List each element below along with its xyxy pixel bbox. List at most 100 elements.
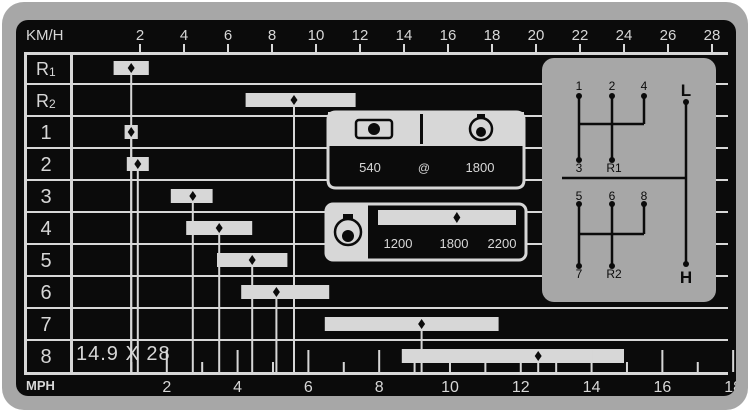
kmh-tick-label: 2 (136, 27, 144, 44)
kmh-tick-label: 22 (572, 27, 589, 44)
kmh-tick-label: 14 (396, 27, 413, 44)
gear-label: R (36, 59, 49, 79)
shift-gear-label: 2 (609, 79, 616, 93)
gear-speed-marker (189, 191, 197, 201)
gear-drop-line (251, 267, 254, 372)
gear-label: 8 (40, 346, 51, 368)
mph-tick-mark (661, 350, 664, 372)
gear-row-divider (24, 243, 534, 245)
kmh-tick-mark (491, 44, 493, 52)
gear-speed-marker (215, 223, 223, 233)
mph-tick-mark (165, 350, 168, 372)
shift-gear-label: 5 (576, 189, 583, 203)
mph-minor-tick (201, 362, 204, 372)
mph-tick-label: 10 (441, 379, 459, 396)
mph-tick-label: 6 (304, 379, 313, 396)
kmh-tick-mark (403, 44, 405, 52)
kmh-tick-mark (359, 44, 361, 52)
gear-speed-marker (134, 159, 142, 169)
kmh-tick-mark (667, 44, 669, 52)
kmh-tick-mark (711, 44, 713, 52)
mph-tick-mark (590, 350, 593, 372)
engine-rpm-tick: 1800 (440, 236, 469, 251)
kmh-tick-label: 8 (268, 27, 276, 44)
shift-gear-label: 4 (641, 79, 648, 93)
gear-speed-marker (534, 351, 542, 361)
mph-tick-label: 4 (233, 379, 242, 396)
shift-gear-label: 1 (576, 79, 583, 93)
engine-rpm-box: 1200 1800 2200 (324, 202, 528, 262)
kmh-tick-label: 10 (308, 27, 325, 44)
kmh-tick-label: 4 (180, 27, 188, 44)
gear-drop-line (130, 139, 133, 372)
gear-label: R (36, 91, 49, 111)
gear-speed-marker (127, 63, 135, 73)
engine-icon (468, 114, 494, 142)
kmh-unit-label: KM/H (26, 27, 64, 44)
kmh-tick-mark (271, 44, 273, 52)
pto-rpm: 540 (359, 160, 381, 175)
speed-chart-decal: 24681012141618202224262830KM/H2468101214… (16, 20, 736, 396)
mph-minor-tick (271, 362, 274, 372)
gear-label: 1 (40, 122, 51, 144)
pto-speed-box: 540 @ 1800 (326, 110, 526, 190)
shift-gear-label: 7 (576, 267, 583, 281)
gear-row-divider (24, 83, 534, 85)
mph-minor-tick (555, 362, 558, 372)
gear-row-divider (24, 339, 534, 341)
mph-tick-label: 8 (375, 379, 384, 396)
mph-minor-tick (342, 362, 345, 372)
mph-tick-mark (519, 350, 522, 372)
pto-engine-rpm: 1800 (466, 160, 495, 175)
mph-tick-label: 16 (653, 379, 671, 396)
mph-minor-tick (130, 362, 133, 372)
mph-tick-mark (307, 350, 310, 372)
gear-speed-marker (127, 127, 135, 137)
gear-drop-line (293, 107, 295, 372)
kmh-tick-label: 24 (616, 27, 633, 44)
tire-size-label: 14.9 X 28 (76, 343, 171, 365)
gear-label: 5 (40, 250, 51, 272)
kmh-tick-label: 18 (484, 27, 501, 44)
mph-tick-mark (448, 350, 451, 372)
gear-speed-bar (245, 93, 356, 107)
kmh-tick-mark (623, 44, 625, 52)
mph-unit-label: MPH (26, 378, 55, 393)
engine-rpm-tick: 1200 (384, 236, 413, 251)
mph-tick-mark (378, 350, 381, 372)
top-scale-divider (24, 52, 728, 55)
mph-minor-tick (625, 362, 628, 372)
mph-minor-tick (484, 362, 487, 372)
kmh-tick-mark (535, 44, 537, 52)
mph-tick-label: 12 (512, 379, 530, 396)
mph-tick-mark (732, 350, 735, 372)
kmh-tick-label: 16 (440, 27, 457, 44)
gear-drop-line (191, 203, 194, 372)
kmh-tick-mark (315, 44, 317, 52)
gear-drop-line (136, 171, 139, 372)
pto-at-symbol: @ (418, 161, 430, 175)
gear-row-divider (24, 115, 534, 117)
gear-row-divider (24, 275, 534, 277)
gear-label-sub: 1 (49, 65, 56, 79)
kmh-tick-label: 28 (704, 27, 721, 44)
pto-shaft-icon (354, 118, 394, 140)
gear-row-divider (534, 339, 728, 341)
gear-drop-line (275, 299, 278, 372)
bottom-scale-divider (24, 372, 728, 375)
gear-label: 2 (40, 154, 51, 176)
gear-row-divider (534, 307, 728, 309)
mph-tick-label: 14 (583, 379, 601, 396)
gear-row-divider (24, 179, 534, 181)
speed-chart: 24681012141618202224262830KM/H2468101214… (24, 27, 736, 396)
kmh-tick-mark (447, 44, 449, 52)
gear-label: 7 (40, 314, 51, 336)
shift-pattern: 1 2 4 3 R1 5 6 8 7 R2 L H (542, 58, 716, 302)
gear-row-divider (24, 211, 534, 213)
engine-rpm-marker (453, 212, 461, 223)
gear-speed-marker (290, 95, 298, 105)
gear-label: 6 (40, 282, 51, 304)
mph-minor-tick (696, 362, 699, 372)
shift-gear-label: R2 (606, 267, 622, 281)
gear-row-divider (24, 147, 534, 149)
